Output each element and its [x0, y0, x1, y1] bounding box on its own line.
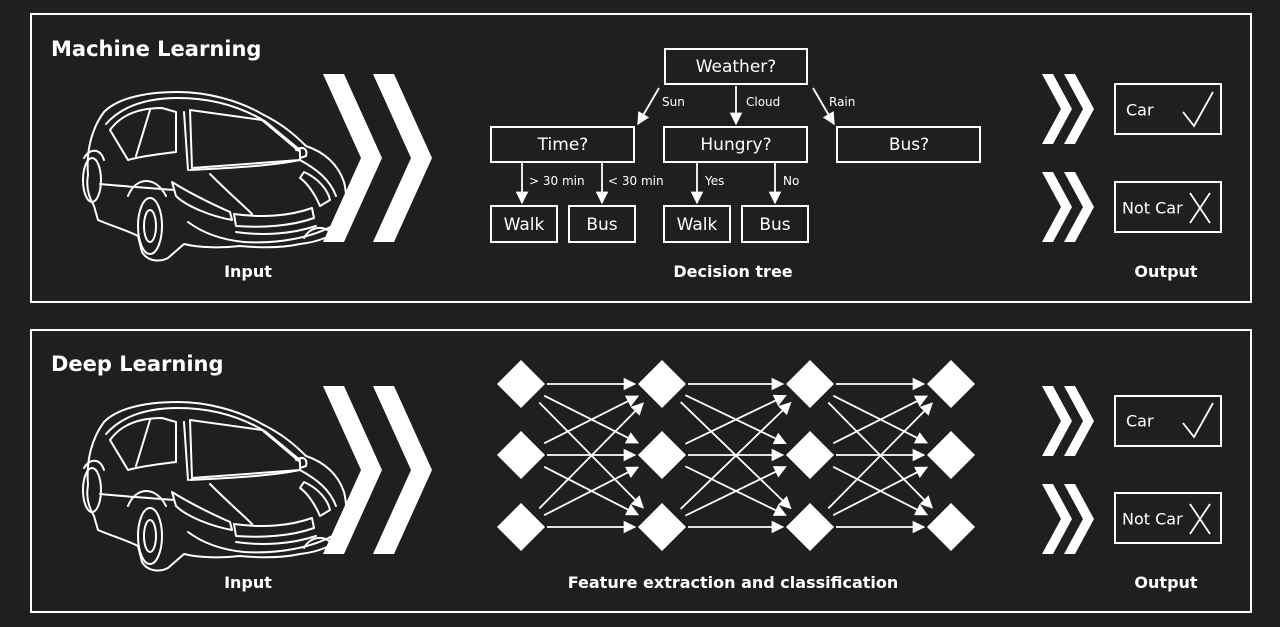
tree-leaf-walk-1 — [490, 205, 558, 243]
dl-output-label: Output — [1134, 573, 1197, 592]
tree-node-bus-question-label: Bus? — [889, 135, 929, 155]
network-node — [638, 503, 686, 551]
tree-leaf-walk-1-label: Walk — [504, 215, 545, 235]
ml-panel — [30, 13, 1252, 303]
check-mark-icon — [1182, 91, 1214, 128]
tree-node-hungry-label: Hungry? — [700, 135, 771, 155]
car-outline-icon — [82, 401, 348, 572]
network-node — [497, 503, 545, 551]
tree-node-bus-question — [836, 126, 981, 163]
network-node — [786, 360, 834, 408]
edge-label-no: No — [783, 174, 799, 188]
tree-leaf-bus-2-label: Bus — [759, 215, 790, 235]
network-node — [638, 431, 686, 479]
tree-leaf-walk-2-label: Walk — [677, 215, 718, 235]
edge-label-rain: Rain — [829, 95, 855, 109]
ml-output-label: Output — [1134, 262, 1197, 281]
dl-output-car-box — [1114, 395, 1222, 447]
network-node — [927, 503, 975, 551]
chevron-arrow-icon — [323, 386, 432, 554]
ml-panel-title: Machine Learning — [51, 37, 261, 61]
network-connection — [684, 466, 787, 517]
x-mark-icon — [1189, 192, 1211, 224]
dl-output-car-label: Car — [1126, 412, 1154, 431]
edge-label-lt30: < 30 min — [608, 174, 664, 188]
tree-node-time — [490, 126, 635, 163]
edge-label-sun: Sun — [662, 95, 685, 109]
tree-node-weather-label: Weather? — [696, 57, 777, 77]
edge-label-cloud: Cloud — [746, 95, 780, 109]
x-mark-icon — [1189, 503, 1211, 535]
network-node — [927, 431, 975, 479]
network-connection — [827, 402, 933, 510]
chevron-arrow-icon — [1042, 386, 1094, 554]
dl-output-notcar-label: Not Car — [1122, 510, 1183, 529]
network-node — [638, 360, 686, 408]
network-connection — [832, 466, 929, 516]
ml-output-car-box — [1114, 83, 1222, 135]
tree-leaf-walk-2 — [663, 205, 731, 243]
network-connection — [832, 395, 929, 445]
tree-node-hungry — [663, 126, 808, 163]
dl-input-label: Input — [224, 573, 272, 592]
network-connection — [543, 395, 640, 445]
dl-panel — [30, 329, 1252, 613]
ml-output-notcar-box — [1114, 181, 1222, 233]
tree-leaf-bus-2 — [741, 205, 809, 243]
network-connection — [538, 402, 644, 510]
network-connection — [680, 401, 792, 510]
network-node — [786, 503, 834, 551]
check-mark-icon — [1182, 402, 1214, 439]
dl-output-notcar-box — [1114, 492, 1222, 544]
network-node — [927, 360, 975, 408]
ml-output-notcar-label: Not Car — [1122, 199, 1183, 218]
chevron-arrow-icon — [1042, 74, 1094, 242]
neural-network — [497, 360, 975, 551]
network-connection — [685, 394, 787, 445]
ml-process-label: Decision tree — [673, 262, 792, 281]
decision-tree: Weather? Sun Cloud Rain Time? Hungry? Bu… — [490, 48, 981, 243]
network-node — [497, 360, 545, 408]
tree-node-time-label: Time? — [537, 135, 589, 155]
tree-node-weather — [664, 48, 808, 85]
ml-input-label: Input — [224, 262, 272, 281]
edge-label-yes: Yes — [704, 174, 724, 188]
ml-output-car-label: Car — [1126, 101, 1154, 120]
network-node — [497, 431, 545, 479]
tree-leaf-bus-1-label: Bus — [586, 215, 617, 235]
car-outline-icon — [82, 91, 348, 262]
tree-leaf-bus-1 — [568, 205, 636, 243]
network-node — [786, 431, 834, 479]
dl-process-label: Feature extraction and classification — [568, 573, 899, 592]
edge-label-gt30: > 30 min — [529, 174, 585, 188]
dl-panel-title: Deep Learning — [51, 352, 224, 376]
chevron-arrow-icon — [323, 74, 432, 242]
network-connection — [543, 466, 640, 516]
